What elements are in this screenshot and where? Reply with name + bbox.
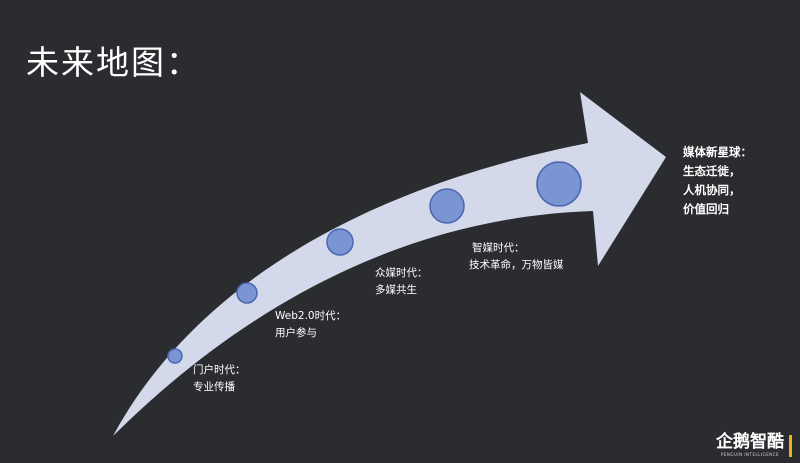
stage-marker-multimedia [326, 228, 354, 256]
stage-desc: 人机协同， [683, 183, 741, 197]
stage-title: 智媒时代： [472, 242, 525, 254]
stage-desc: 专业传播 [193, 381, 235, 393]
brand-logo: 企鹅智酷 PENGUIN INTELLIGENCE [716, 433, 792, 457]
stage-title: 众媒时代： [375, 267, 428, 279]
stage-title: Web2.0时代： [275, 310, 347, 322]
stage-title: 门户时代： [193, 364, 246, 376]
growth-arrow [113, 92, 666, 436]
stage-desc: 生态迁徙， [683, 164, 741, 178]
stage-marker-web2 [236, 282, 258, 304]
stage-label-web2: Web2.0时代： 用户参与 [275, 308, 346, 342]
stage-desc: 多媒共生 [375, 284, 417, 296]
stage-desc: 用户参与 [275, 327, 317, 339]
stage-marker-portal [167, 348, 183, 364]
stage-marker-intelligent-media [429, 188, 465, 224]
page-title: 未来地图： [26, 43, 201, 82]
stage-label-intelligent-media: 智媒时代： 技术革命，万物皆媒 [469, 240, 564, 274]
logo-accent-bar [789, 435, 792, 457]
stage-title: 媒体新星球： [683, 145, 752, 159]
stage-label-media-planet: 媒体新星球： 生态迁徙， 人机协同， 价值回归 [683, 143, 752, 219]
logo-text: 企鹅智酷 [716, 432, 784, 452]
stage-marker-media-planet [536, 161, 582, 207]
stage-desc: 技术革命，万物皆媒 [469, 259, 564, 271]
stage-label-portal: 门户时代： 专业传播 [193, 362, 246, 396]
stage-desc: 价值回归 [683, 202, 729, 216]
stage-label-multimedia: 众媒时代： 多媒共生 [375, 265, 428, 299]
logo-subtitle: PENGUIN INTELLIGENCE [720, 452, 780, 457]
